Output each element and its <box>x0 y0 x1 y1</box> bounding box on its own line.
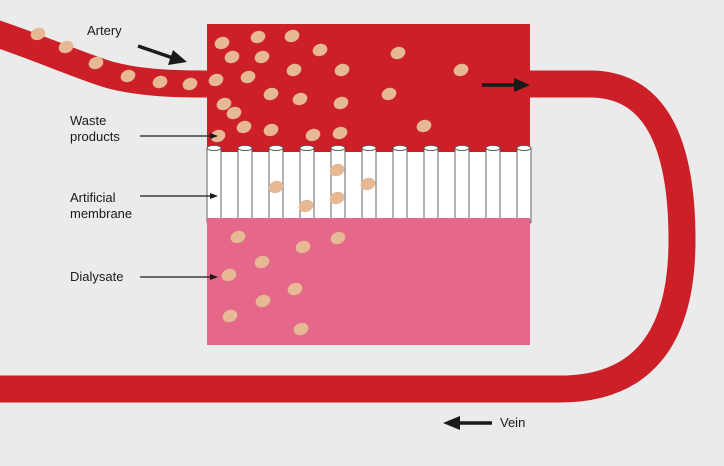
waste-particle <box>305 128 321 142</box>
waste-particle <box>263 87 279 101</box>
membrane-tube <box>206 144 222 226</box>
waste-particle <box>332 126 348 140</box>
waste-particle <box>330 231 346 245</box>
waste-particle <box>416 119 432 133</box>
dialysate-label: Dialysate <box>70 269 124 284</box>
outflow-arrowhead <box>514 78 530 92</box>
membrane-tube <box>485 144 501 226</box>
waste-particle <box>312 43 328 57</box>
waste-particle <box>293 322 309 336</box>
dialysate-leader-arrowhead <box>210 274 218 280</box>
waste-particle <box>216 97 232 111</box>
waste-leader-arrowhead <box>210 133 218 139</box>
membrane-tube <box>423 144 439 226</box>
waste-particle <box>152 75 168 89</box>
waste-particle <box>254 50 270 64</box>
membrane-leader-arrowhead <box>210 193 218 199</box>
waste-products-label: Waste products <box>70 113 120 144</box>
vein-label: Vein <box>500 415 526 430</box>
membrane-tube <box>299 144 315 226</box>
waste-particle <box>254 255 270 269</box>
vein-return-tube <box>0 70 696 403</box>
vein-flow-arrowhead <box>443 416 460 430</box>
artificial-membrane-label: Artificial membrane <box>70 190 133 221</box>
waste-particle <box>295 240 311 254</box>
membrane-tube <box>237 144 253 226</box>
waste-particle <box>221 268 237 282</box>
membrane-tube <box>392 144 408 226</box>
waste-particle <box>250 30 266 44</box>
waste-particle <box>208 73 224 87</box>
artery-flow-arrowhead <box>168 50 187 65</box>
waste-particle <box>182 77 198 91</box>
waste-particle <box>333 96 349 110</box>
artery-flow-arrow <box>137 44 174 60</box>
waste-particle <box>236 120 252 134</box>
waste-particle <box>263 123 279 137</box>
membrane-tube <box>516 144 532 226</box>
waste-particle <box>360 177 376 191</box>
waste-particle <box>390 46 406 60</box>
waste-particle <box>329 163 345 177</box>
dialysate-chamber <box>207 218 530 345</box>
waste-particle <box>255 294 271 308</box>
waste-particle <box>226 106 242 120</box>
waste-particle <box>214 36 230 50</box>
waste-particle <box>268 180 284 194</box>
membrane-tube <box>330 144 346 226</box>
artery-tube <box>0 20 213 98</box>
waste-particle <box>381 87 397 101</box>
artery-label: Artery <box>87 23 122 38</box>
waste-particle <box>224 50 240 64</box>
waste-particle <box>30 27 46 41</box>
waste-particle <box>88 56 104 70</box>
waste-particle <box>286 63 302 77</box>
blood-chamber <box>207 24 530 152</box>
waste-particle <box>120 69 136 83</box>
waste-particle <box>292 92 308 106</box>
membrane-tube <box>454 144 470 226</box>
waste-particle <box>230 230 246 244</box>
waste-particles <box>30 27 469 336</box>
waste-particle <box>298 199 314 213</box>
waste-particle <box>287 282 303 296</box>
waste-particle <box>58 40 74 54</box>
waste-particle <box>453 63 469 77</box>
waste-particle <box>240 70 256 84</box>
waste-particle <box>284 29 300 43</box>
waste-particle <box>334 63 350 77</box>
waste-particle <box>329 191 345 205</box>
waste-particle <box>222 309 238 323</box>
